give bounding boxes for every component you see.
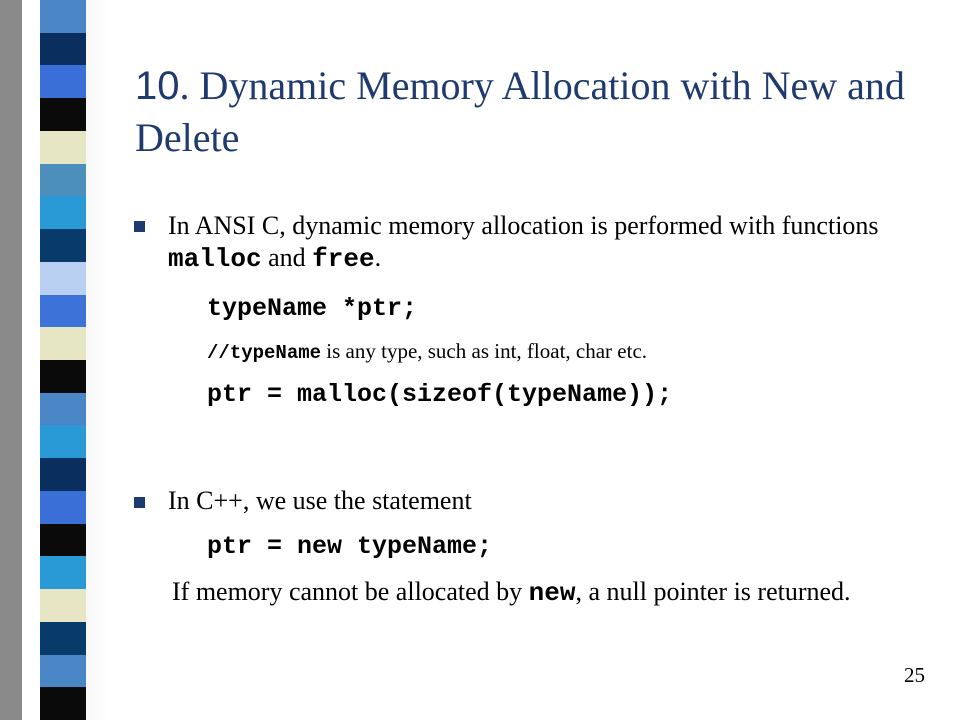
slide-title: 10. Dynamic Memory Allocation with New a… <box>135 60 915 164</box>
stripe-block <box>40 261 86 296</box>
comment-text: is any type, such as int, float, char et… <box>321 339 648 363</box>
stripe-block <box>40 589 86 623</box>
bullet1-text-a: In ANSI C, dynamic memory allocation is … <box>168 211 879 240</box>
stripe-block <box>40 621 86 656</box>
page-number: 25 <box>904 663 925 687</box>
malloc-code: malloc <box>168 244 262 274</box>
stripe-block <box>40 458 86 492</box>
bullet-cpp: In C++, we use the statement <box>168 486 472 515</box>
grey-edge-stripe <box>0 0 22 720</box>
stripe-block <box>40 392 86 426</box>
stripe-block <box>40 163 86 197</box>
stripe-block <box>40 0 86 34</box>
stripe-block <box>40 523 86 557</box>
stripe-block <box>40 98 86 132</box>
title-text: . Dynamic Memory Allocation with New and… <box>135 63 905 160</box>
new-code: new <box>528 578 576 608</box>
note-text-a: If memory cannot be allocated by <box>172 577 529 606</box>
stripe-block <box>40 490 86 525</box>
comment-typename: typeName <box>229 342 322 364</box>
bullet-ansi-c: In ANSI C, dynamic memory allocation is … <box>168 210 928 275</box>
white-gap-stripe <box>22 0 40 720</box>
title-number: 10 <box>135 64 180 108</box>
stripe-block <box>40 32 86 66</box>
stripe-block <box>40 229 86 263</box>
color-block-column <box>40 0 86 720</box>
code-malloc-call: ptr = malloc(sizeof(typeName)); <box>207 380 673 409</box>
stripe-block <box>40 130 86 165</box>
stripe-block <box>40 687 86 720</box>
bullet1-text-c: . <box>374 243 382 272</box>
code-comment: //typeName is any type, such as int, flo… <box>207 339 647 364</box>
stripe-block <box>40 294 86 328</box>
stripe-block <box>40 556 86 590</box>
note-null-pointer: If memory cannot be allocated by new, a … <box>164 576 904 609</box>
stripe-block <box>40 327 86 361</box>
decorative-stripe-bar <box>0 0 108 720</box>
bullet1-text-b: and <box>261 243 313 272</box>
code-declaration: typeName *ptr; <box>207 294 418 323</box>
stripe-block <box>40 360 86 394</box>
comment-slashes: // <box>207 342 230 364</box>
bullet-square-icon <box>134 221 145 232</box>
stripe-block <box>40 654 86 688</box>
bullet-square-icon <box>134 497 145 508</box>
stripe-block <box>40 65 86 99</box>
note-text-b: , a null pointer is returned. <box>575 577 851 606</box>
code-new-statement: ptr = new typeName; <box>207 532 493 561</box>
free-code: free <box>312 244 375 274</box>
stripe-block <box>40 196 86 230</box>
stripe-block <box>40 425 86 459</box>
